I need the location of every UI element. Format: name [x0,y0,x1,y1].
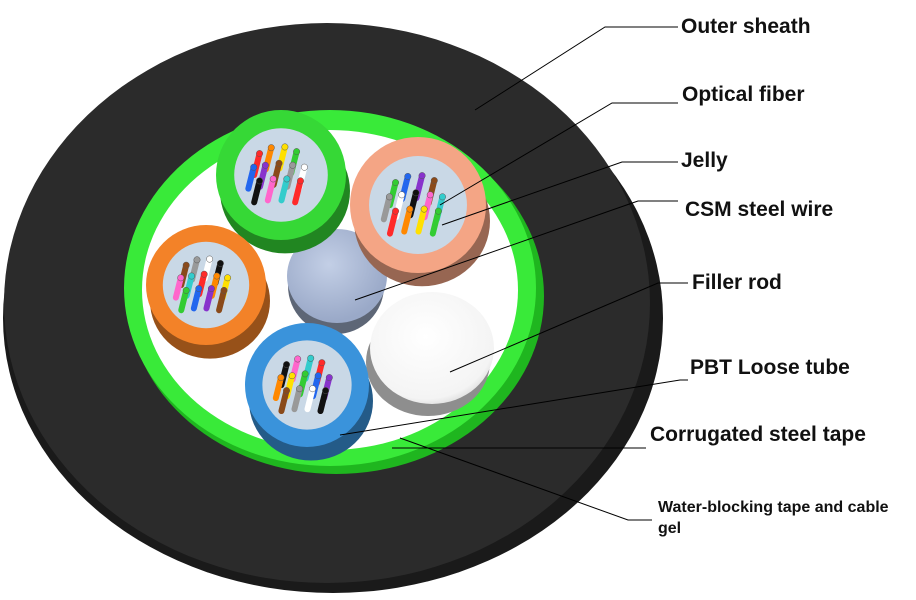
optical-fibers [245,143,308,206]
optical-fiber [415,206,428,235]
optical-fiber [245,164,257,192]
optical-fiber [292,177,304,206]
leader-optical-fiber [439,102,678,206]
orange-tube [146,225,270,359]
optical-fibers [380,172,446,237]
leader-pbt-loose-tube [339,379,688,436]
jelly [369,156,467,254]
leader-outer-sheath [474,26,678,111]
optical-fiber [272,374,284,402]
label-outer-sheath: Outer sheath [681,15,811,38]
optical-fiber [386,208,399,237]
optical-fiber [304,385,316,413]
optical-fiber [264,175,277,204]
jelly [162,241,250,329]
optical-fiber [317,387,329,415]
pbt-loose-tubes [146,110,490,461]
leader-jelly [441,161,678,226]
optical-fiber [429,208,442,237]
leader-lines [339,26,688,521]
label-corrugated-steel-tape: Corrugated steel tape [650,423,866,446]
label-jelly: Jelly [681,149,728,172]
optical-fiber [251,177,263,206]
optical-fibers [272,354,333,415]
optical-fibers [172,255,232,314]
label-pbt-loose-tube: PBT Loose tube [690,356,850,379]
leader-water-blocking-tape [399,437,652,521]
filler-rod [366,292,494,416]
csm-steel-wire [287,229,387,334]
optical-fiber [278,387,290,415]
optical-fiber [380,193,393,223]
optical-fiber [401,206,413,235]
optical-fiber [291,385,303,413]
green-tube [216,110,350,254]
leader-csm-steel-wire [354,200,678,301]
leader-filler-rod [449,282,688,373]
label-water-blocking-tape: Water-blocking tape and cable gel [658,499,889,537]
label-csm-steel-wire: CSM steel wire [685,198,834,221]
label-optical-fiber: Optical fiber [682,83,805,106]
blue-tube [245,323,373,461]
jelly [262,340,352,430]
salmon-tube [350,137,490,287]
jelly [234,128,328,222]
label-filler-rod: Filler rod [692,271,782,294]
optical-fiber [278,175,290,204]
